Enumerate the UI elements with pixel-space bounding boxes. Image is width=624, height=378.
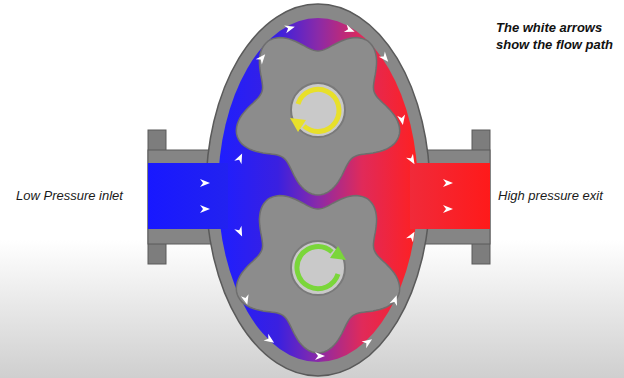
clockwise-arrowhead <box>290 118 306 132</box>
inlet-flow <box>148 163 228 229</box>
upper-lobe-rotor <box>236 38 399 195</box>
counterclockwise-arrow <box>297 247 338 289</box>
lower-hub <box>291 241 345 295</box>
pump-chamber <box>218 18 418 362</box>
outlet-flow <box>410 163 490 229</box>
pump-casing <box>206 4 430 376</box>
counterclockwise-arrowhead <box>330 246 346 260</box>
clockwise-arrow <box>298 89 339 131</box>
lower-lobe-rotor <box>236 196 399 353</box>
outlet-label: High pressure exit <box>498 188 603 205</box>
inlet-label: Low Pressure inlet <box>16 188 123 205</box>
upper-hub <box>291 83 345 137</box>
flow-arrows <box>200 23 453 360</box>
note-text: The white arrows show the flow path <box>496 20 620 54</box>
